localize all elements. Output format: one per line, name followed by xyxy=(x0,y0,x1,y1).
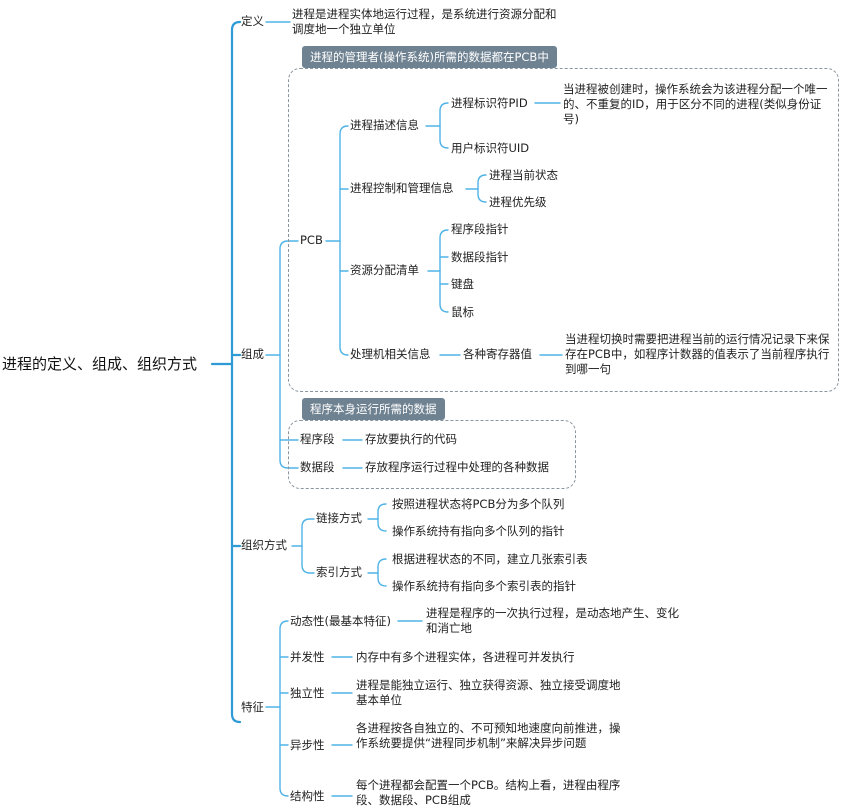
data-segment-node[interactable]: 数据段 xyxy=(300,460,335,474)
index-item: 根据进程状态的不同，建立几张索引表 xyxy=(392,552,588,566)
registers-node[interactable]: 各种寄存器值 xyxy=(463,347,532,361)
uid-node[interactable]: 用户标识符UID xyxy=(451,141,530,155)
pid-node[interactable]: 进程标识符PID xyxy=(451,96,528,110)
index-item: 操作系统持有指向多个索引表的指针 xyxy=(392,579,576,593)
spine-features xyxy=(230,362,242,724)
feature-label[interactable]: 异步性 xyxy=(290,738,325,752)
control-node[interactable]: 进程控制和管理信息 xyxy=(350,181,454,195)
organization-node[interactable]: 组织方式 xyxy=(241,538,287,552)
registers-note: 当进程切换时需要把进程当前的运行情况记录下来保存在PCB中，如程序计数器的值表示… xyxy=(565,332,830,376)
program-segment-node[interactable]: 程序段 xyxy=(300,432,335,446)
pcb-node[interactable]: PCB xyxy=(300,233,323,247)
link-item: 操作系统持有指向多个队列的指针 xyxy=(392,524,565,538)
program-data-group-box xyxy=(288,420,576,489)
resource-item[interactable]: 鼠标 xyxy=(451,305,474,319)
feature-desc: 进程是能独立运行、独立获得资源、独立接受调度地基本单位 xyxy=(356,678,621,707)
pid-note: 当进程被创建时，操作系统会为该进程分配一个唯一的、不重复的ID，用于区分不同的进… xyxy=(563,82,828,126)
descriptor-node[interactable]: 进程描述信息 xyxy=(350,118,419,132)
feature-label[interactable]: 并发性 xyxy=(290,650,325,664)
feature-desc: 进程是程序的一次执行过程，是动态地产生、变化和消亡地 xyxy=(426,606,679,635)
processor-node[interactable]: 处理机相关信息 xyxy=(350,347,431,361)
resources-node[interactable]: 资源分配清单 xyxy=(350,263,419,277)
link-node[interactable]: 链接方式 xyxy=(316,511,362,525)
features-node[interactable]: 特征 xyxy=(241,700,264,714)
resource-item[interactable]: 数据段指针 xyxy=(451,250,509,264)
feature-label[interactable]: 结构性 xyxy=(290,789,325,803)
composition-node[interactable]: 组成 xyxy=(241,347,264,361)
self-data-callout: 程序本身运行所需的数据 xyxy=(302,398,445,420)
feature-label[interactable]: 动态性(最基本特征) xyxy=(290,614,391,628)
state-node[interactable]: 进程当前状态 xyxy=(489,168,558,182)
feature-desc: 每个进程都会配置一个PCB。结构上看，进程由程序段、数据段、PCB组成 xyxy=(356,778,621,807)
index-node[interactable]: 索引方式 xyxy=(316,565,362,579)
priority-node[interactable]: 进程优先级 xyxy=(489,195,547,209)
pcb-group-box xyxy=(288,68,839,392)
program-segment-desc: 存放要执行的代码 xyxy=(365,432,457,446)
data-segment-desc: 存放程序运行过程中处理的各种数据 xyxy=(365,460,549,474)
resource-item[interactable]: 键盘 xyxy=(451,277,474,291)
feature-desc: 内存中有多个进程实体，各进程可并发执行 xyxy=(356,650,575,664)
link-item: 按照进程状态将PCB分为多个队列 xyxy=(392,497,565,511)
resource-item[interactable]: 程序段指针 xyxy=(451,222,509,236)
root-topic[interactable]: 进程的定义、组成、组织方式 xyxy=(2,355,198,373)
feature-label[interactable]: 独立性 xyxy=(290,686,325,700)
pcb-callout: 进程的管理者(操作系统)所需的数据都在PCB中 xyxy=(302,46,557,68)
definition-node[interactable]: 定义 xyxy=(241,14,264,28)
definition-text: 进程是进程实体地运行过程，是系统进行资源分配和调度地一个独立单位 xyxy=(292,7,557,36)
spine-definition xyxy=(230,20,242,366)
feature-desc: 各进程按各自独立的、不可预知地速度向前推进，操作系统要提供“进程同步机制”来解决… xyxy=(356,721,621,750)
